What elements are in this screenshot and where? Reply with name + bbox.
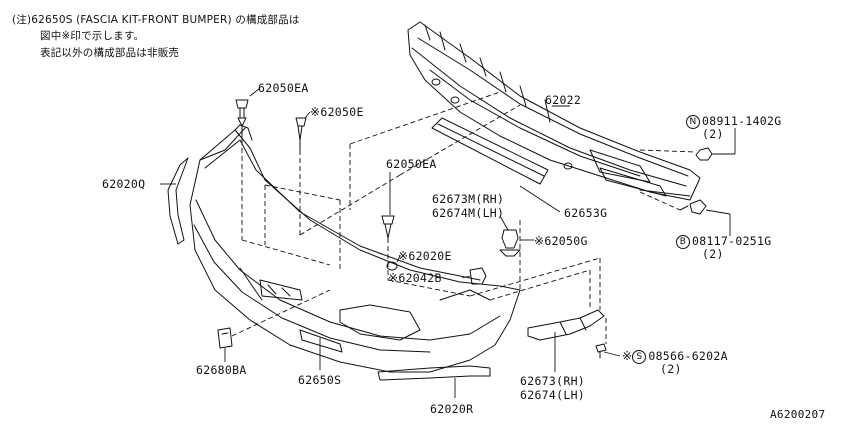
label-62050G: ※62050G	[534, 234, 588, 248]
label-62050EA-top: 62050EA	[258, 81, 309, 95]
note-line-2: 図中※印で示します。	[40, 30, 145, 42]
clip-62042B	[469, 267, 487, 285]
label-62020R: 62020R	[430, 402, 474, 416]
label-62650S: 62650S	[298, 373, 342, 387]
label-62674: 62674(LH)	[520, 388, 586, 402]
n-mark-icon: N	[686, 115, 700, 129]
note-line-3: 表記以外の構成部品は非販売	[40, 47, 180, 59]
kit-mark: ※	[310, 105, 321, 119]
label-62022: 62022	[545, 93, 582, 107]
energy-absorber-62653G	[431, 117, 549, 185]
label-08566-qty: (2)	[660, 362, 682, 376]
label-62653G: 62653G	[564, 206, 608, 220]
clip-62680BA	[217, 327, 233, 349]
bumper-reinforcement-62022	[407, 21, 701, 201]
label-62680BA: 62680BA	[196, 363, 247, 377]
label-62050EA-mid: 62050EA	[386, 157, 437, 171]
nut-08911	[695, 147, 713, 161]
side-moulding-62020Q	[167, 157, 189, 245]
bolt-08117	[679, 199, 707, 215]
bracket-62673	[527, 309, 605, 341]
kit-mark: ※	[622, 349, 633, 363]
lower-moulding-62020R	[377, 365, 491, 381]
label-62020E: ※62020E	[398, 249, 452, 263]
clip-62050G	[499, 229, 521, 257]
label-62673: 62673(RH)	[520, 374, 586, 388]
kit-mark: ※	[534, 234, 545, 248]
figure-id: A6200207	[770, 408, 826, 421]
kit-mark: ※	[388, 271, 399, 285]
leader-lines	[160, 87, 736, 398]
assembly-dashed-lines	[231, 91, 697, 344]
clip-62050E	[295, 117, 307, 151]
clip-62050EA-top	[235, 99, 249, 141]
label-62020Q: 62020Q	[102, 177, 146, 191]
note-line-1: (注)62650S (FASCIA KIT-FRONT BUMPER) の構成部…	[12, 14, 300, 26]
clip-62050EA-mid	[381, 215, 395, 239]
label-08117-qty: (2)	[702, 247, 724, 261]
label-08911-qty: (2)	[702, 127, 724, 141]
front-bumper-fascia-62650S	[189, 124, 521, 373]
screw-08566	[595, 343, 607, 359]
label-62673M: 62673M(RH)	[432, 192, 505, 206]
label-62050E: ※62050E	[310, 105, 364, 119]
label-62674M: 62674M(LH)	[432, 206, 505, 220]
clip-62020E	[386, 261, 398, 271]
s-mark-icon: S	[632, 350, 647, 364]
b-mark-icon: B	[676, 235, 690, 249]
kit-mark: ※	[398, 249, 409, 263]
label-62042B: ※62042B	[388, 271, 442, 285]
